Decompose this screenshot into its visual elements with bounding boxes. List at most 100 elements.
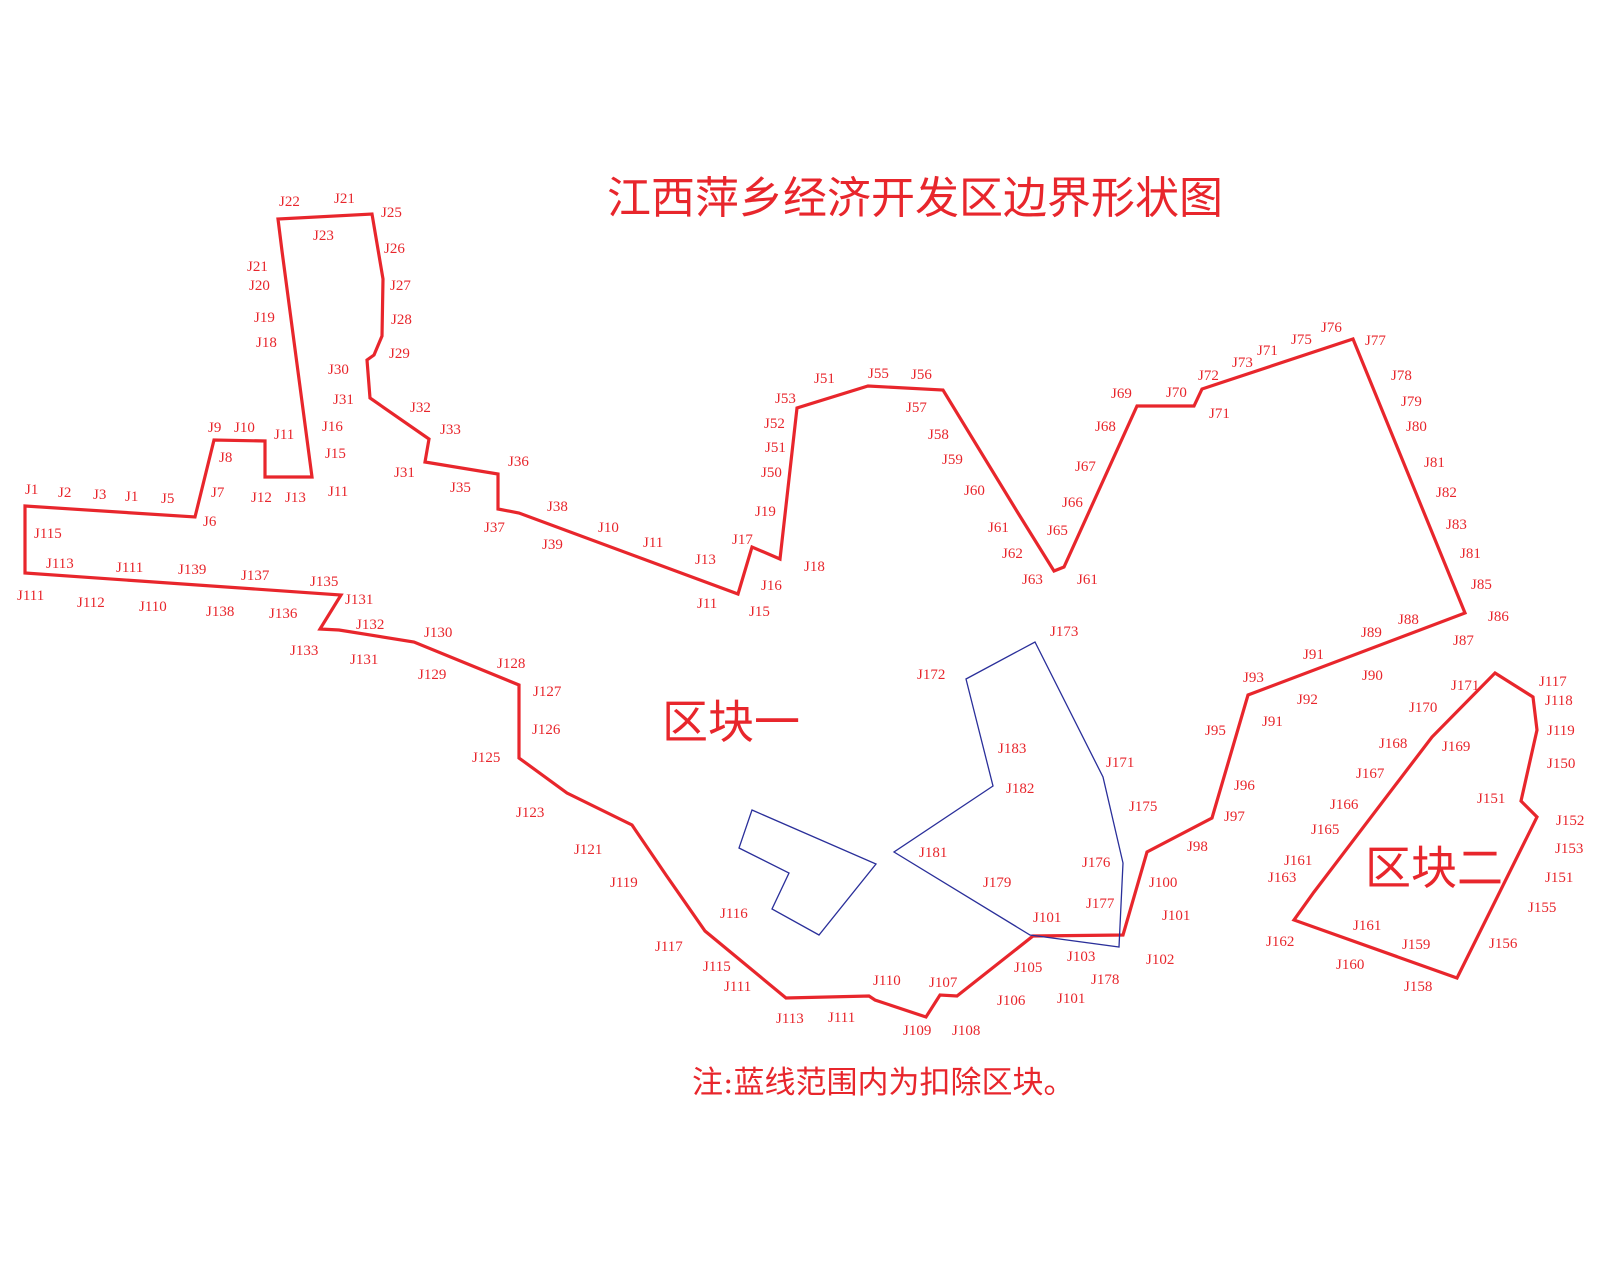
point-label: J110 (873, 973, 901, 989)
point-label: J21 (247, 259, 268, 275)
point-label: J115 (34, 526, 62, 542)
point-label: J12 (251, 490, 272, 506)
point-label: J79 (1401, 394, 1422, 410)
point-label: J10 (598, 520, 619, 536)
point-label: J11 (274, 427, 294, 443)
exclusion-area-small (738, 809, 878, 936)
point-label: J118 (1545, 693, 1573, 709)
point-label: J6 (203, 514, 217, 530)
point-label: J169 (1442, 739, 1470, 755)
point-label: J53 (775, 391, 796, 407)
point-label: J16 (322, 419, 343, 435)
point-label: J160 (1336, 957, 1364, 973)
point-label: J7 (211, 485, 225, 501)
point-label: J101 (1162, 908, 1190, 924)
point-label: J87 (1453, 633, 1474, 649)
point-label: J52 (764, 416, 785, 432)
point-label: J37 (484, 520, 505, 536)
map-note: 注:蓝线范围内为扣除区块。 (692, 1065, 1074, 1101)
point-label: J165 (1311, 822, 1339, 838)
point-label: J116 (720, 906, 748, 922)
point-label: J19 (254, 310, 275, 326)
point-label: J62 (1002, 546, 1023, 562)
block2-boundary (1291, 670, 1539, 980)
point-label: J11 (328, 484, 348, 500)
point-label: J82 (1436, 485, 1457, 501)
point-label: J172 (917, 667, 945, 683)
point-label: J111 (17, 588, 44, 604)
point-label: J129 (418, 667, 446, 683)
point-label: J178 (1091, 972, 1119, 988)
point-label: J50 (761, 465, 782, 481)
point-label: J152 (1556, 813, 1584, 829)
point-label: J23 (313, 228, 334, 244)
point-label: J18 (256, 335, 277, 351)
point-label: J113 (46, 556, 74, 572)
point-label: J31 (394, 465, 415, 481)
point-label: J51 (814, 371, 835, 387)
point-label: J161 (1284, 853, 1312, 869)
point-label: J8 (219, 450, 232, 466)
point-label: J63 (1022, 572, 1043, 588)
point-label: J25 (381, 205, 402, 221)
point-label: J72 (1198, 368, 1219, 384)
point-label: J28 (391, 312, 412, 328)
point-label: J101 (1057, 991, 1085, 1007)
point-label: J131 (350, 652, 378, 668)
point-label: J170 (1409, 700, 1437, 716)
point-label: J68 (1095, 419, 1116, 435)
point-label: J117 (655, 939, 683, 955)
point-label: J81 (1460, 546, 1481, 562)
point-label: J97 (1224, 809, 1245, 825)
point-label: J100 (1149, 875, 1177, 891)
point-label: J117 (1539, 674, 1567, 690)
point-label: J11 (643, 535, 663, 551)
point-label: J2 (58, 485, 71, 501)
point-label: J102 (1146, 952, 1174, 968)
point-label: J15 (325, 446, 346, 462)
point-label: J18 (804, 559, 825, 575)
point-label: J26 (384, 241, 405, 257)
point-label: J133 (290, 643, 318, 659)
point-label: J59 (942, 452, 963, 468)
point-label: J31 (333, 392, 354, 408)
point-label: J163 (1268, 870, 1296, 886)
point-label: J22 (279, 194, 300, 210)
point-label: J51 (765, 440, 786, 456)
exclusion-area-large (892, 641, 1124, 948)
point-label: J156 (1489, 936, 1518, 952)
point-label: J155 (1528, 900, 1556, 916)
point-label: J71 (1209, 406, 1230, 422)
point-label: J98 (1187, 839, 1208, 855)
point-label: J93 (1243, 670, 1264, 686)
point-label: J111 (724, 979, 751, 995)
point-label: J16 (761, 578, 782, 594)
point-label: J33 (440, 422, 461, 438)
point-label: J131 (345, 592, 373, 608)
point-label: J88 (1398, 612, 1419, 628)
point-label: J30 (328, 362, 349, 378)
point-label: J130 (424, 625, 452, 641)
point-label: J1 (25, 482, 38, 498)
point-label: J107 (929, 975, 958, 991)
point-label: J60 (964, 483, 985, 499)
point-label: J177 (1086, 896, 1115, 912)
point-label: J166 (1330, 797, 1359, 813)
point-label: J86 (1488, 609, 1509, 625)
point-label: J183 (998, 741, 1026, 757)
point-label: J175 (1129, 799, 1157, 815)
point-label: J96 (1234, 778, 1255, 794)
point-label: J176 (1082, 855, 1111, 871)
point-label: J105 (1014, 960, 1042, 976)
point-label: J61 (1077, 572, 1098, 588)
point-label: J106 (997, 993, 1026, 1009)
point-label: J111 (116, 560, 143, 576)
point-label: J115 (703, 959, 731, 975)
point-label: J61 (988, 520, 1009, 536)
point-label: J151 (1545, 870, 1573, 886)
block1-label: 区块一 (662, 695, 800, 749)
point-label: J127 (533, 684, 562, 700)
point-label: J19 (755, 504, 776, 520)
point-label: J11 (697, 596, 717, 612)
